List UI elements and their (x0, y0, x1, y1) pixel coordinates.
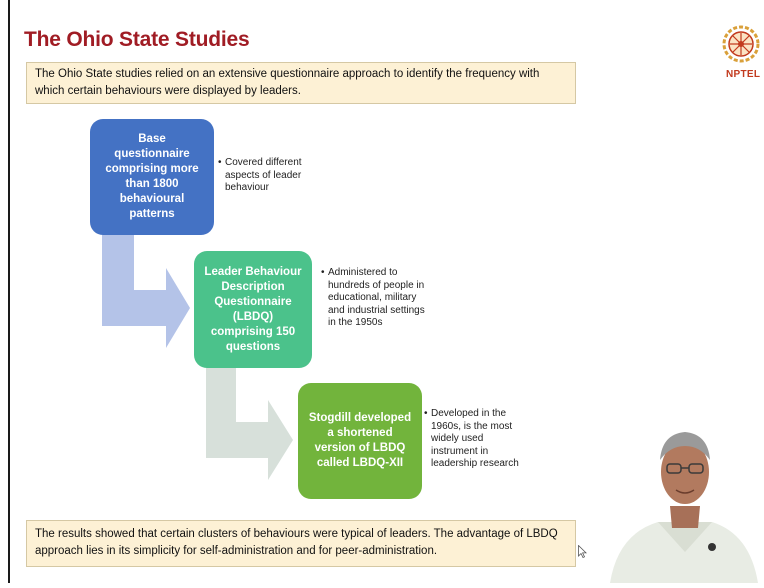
step-note-lbdq: Administered to hundreds of people in ed… (321, 267, 428, 330)
step-lbdq-xii: Stogdill developed a shortened version o… (298, 383, 422, 499)
intro-note: The Ohio State studies relied on an exte… (26, 62, 576, 104)
step-lbdq: Leader Behaviour Description Questionnai… (194, 251, 312, 368)
flow-arrow-2 (206, 368, 293, 480)
presenter-video-feed (600, 402, 764, 583)
nptel-logo-text: NPTEL (726, 69, 761, 80)
step-note-lbdq-xii: Developed in the 1960s, is the most wide… (424, 408, 531, 471)
nptel-logo-icon (718, 20, 764, 92)
results-note: The results showed that certain clusters… (26, 520, 576, 567)
step-note-base-questionnaire: Covered different aspects of leader beha… (218, 157, 315, 195)
step-base-questionnaire: Base questionnaire comprising more than … (90, 119, 214, 235)
mouse-pointer-icon (578, 544, 587, 559)
slide-title: The Ohio State Studies (24, 28, 250, 51)
slide-left-border (8, 0, 10, 583)
flow-arrow-1 (102, 235, 190, 348)
